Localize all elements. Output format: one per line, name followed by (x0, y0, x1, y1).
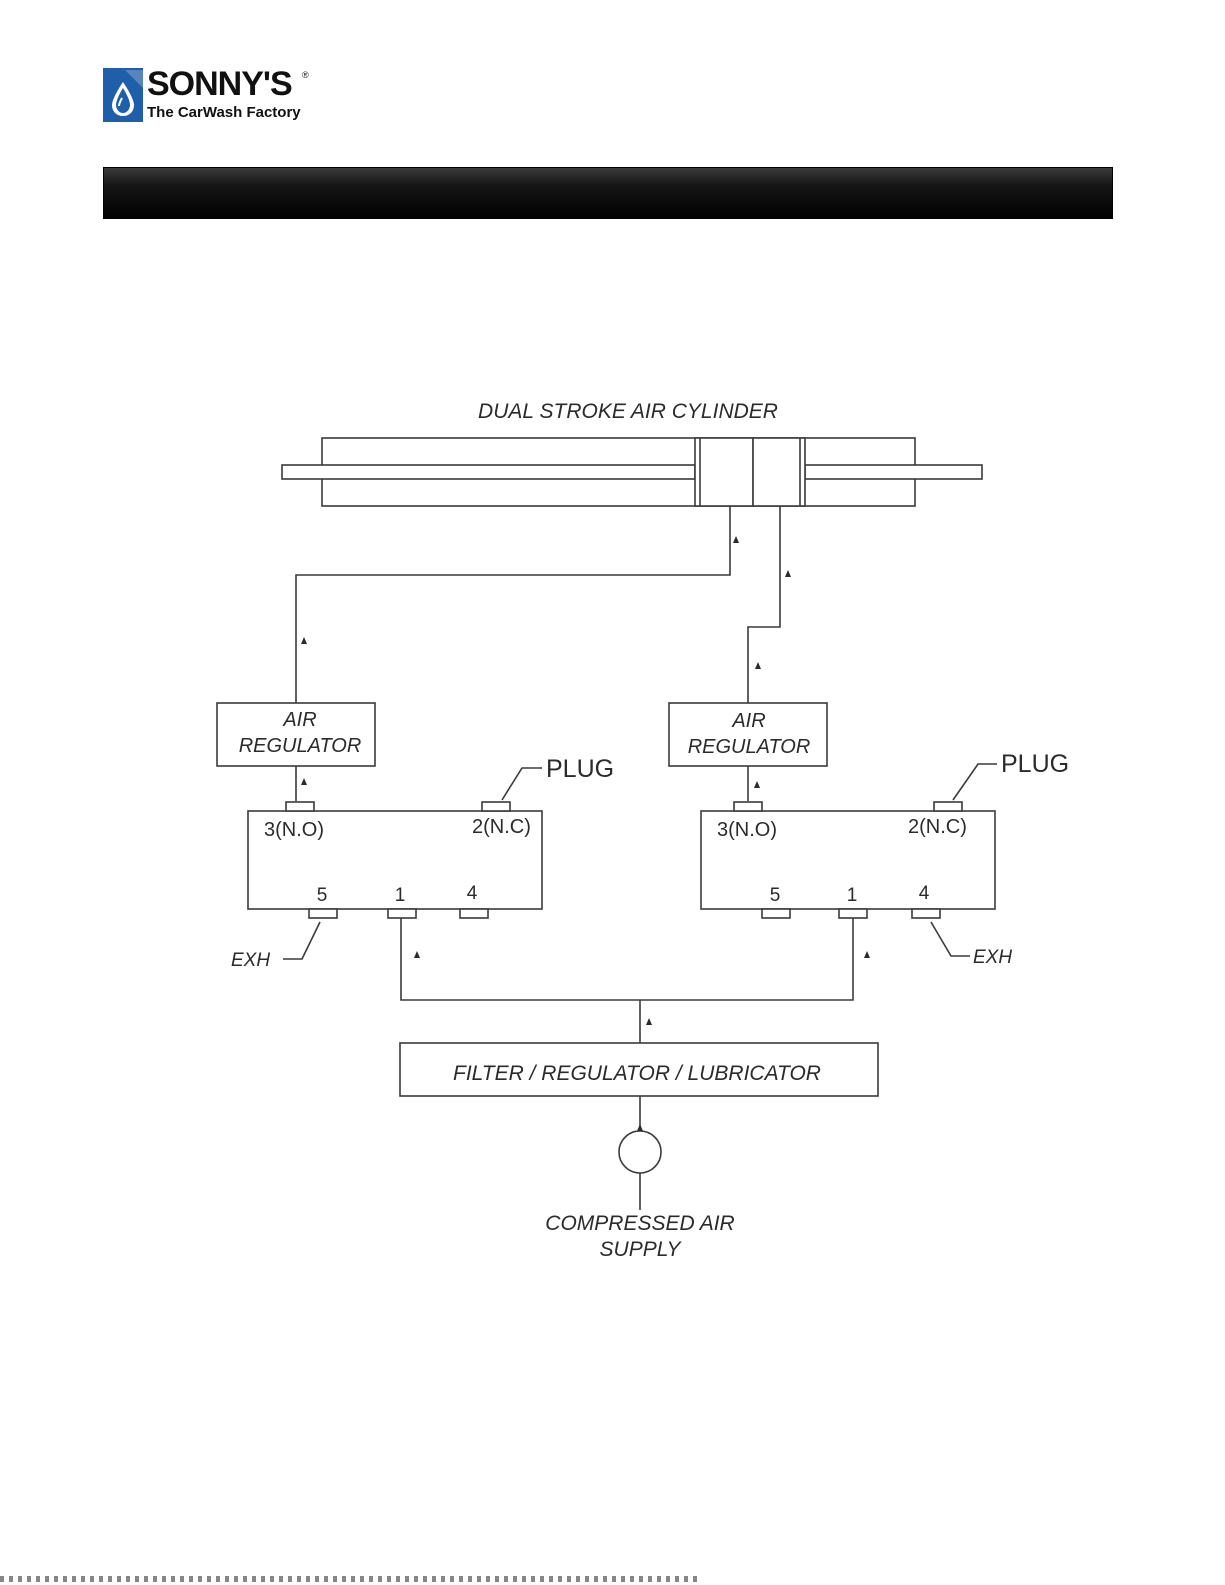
right-valve-port-4-label: 4 (919, 883, 930, 904)
right-regulator-label-line2: REGULATOR (688, 736, 811, 758)
right-valve-port-5 (762, 909, 790, 918)
right-exh-leader (931, 922, 970, 956)
left-valve-port-2-label: 2(N.C) (472, 816, 531, 838)
cylinder-label: DUAL STROKE AIR CYLINDER (478, 400, 778, 423)
flow-arrow (754, 781, 760, 788)
flow-arrow (301, 637, 307, 644)
piston-left (695, 438, 753, 506)
left-valve-port-1 (388, 909, 416, 918)
page-bottom-artifact (0, 1576, 700, 1582)
piston-right (753, 438, 805, 506)
flow-arrow (646, 1018, 652, 1025)
left-regulator-label-line2: REGULATOR (239, 735, 362, 757)
flow-arrow (755, 662, 761, 669)
air-line-cylinder-right (748, 506, 780, 703)
left-valve-port-3 (286, 802, 314, 811)
left-plug-label: PLUG (546, 755, 614, 783)
right-plug-label: PLUG (1001, 750, 1069, 778)
right-regulator-label-line1: AIR (731, 710, 765, 732)
piston-rod-right (805, 465, 982, 479)
air-line-cylinder-left (296, 506, 730, 703)
right-exh-label: EXH (973, 947, 1012, 968)
right-valve-port-4 (912, 909, 940, 918)
flow-arrow (733, 536, 739, 543)
supply-manifold-line (401, 918, 853, 1000)
piston-rod-left (282, 465, 695, 479)
left-regulator-label-line1: AIR (282, 709, 316, 731)
flow-arrow (637, 1124, 643, 1131)
flow-arrow (785, 570, 791, 577)
right-valve-port-3-label: 3(N.O) (717, 819, 777, 841)
left-valve-port-5-label: 5 (317, 885, 328, 906)
left-exh-leader (283, 922, 320, 959)
compressor-symbol (619, 1131, 661, 1173)
left-valve-port-5 (309, 909, 337, 918)
right-plug-leader (953, 764, 997, 800)
left-valve-port-4-label: 4 (467, 883, 478, 904)
left-exh-label: EXH (231, 950, 270, 971)
flow-arrow (414, 951, 420, 958)
left-valve-port-1-label: 1 (395, 885, 406, 906)
left-valve-port-2 (482, 802, 510, 811)
left-valve-port-4 (460, 909, 488, 918)
supply-label-line1: COMPRESSED AIR (545, 1212, 734, 1235)
supply-label-line2: SUPPLY (600, 1238, 683, 1261)
left-valve-port-3-label: 3(N.O) (264, 819, 324, 841)
right-valve-port-3 (734, 802, 762, 811)
right-valve-port-5-label: 5 (770, 885, 781, 906)
right-valve-port-2-label: 2(N.C) (908, 816, 967, 838)
right-valve-port-1 (839, 909, 867, 918)
flow-arrow (864, 951, 870, 958)
right-valve-port-2 (934, 802, 962, 811)
frl-label: FILTER / REGULATOR / LUBRICATOR (453, 1062, 821, 1085)
left-plug-leader (502, 768, 542, 800)
flow-arrow (301, 778, 307, 785)
right-valve-port-1-label: 1 (847, 885, 858, 906)
